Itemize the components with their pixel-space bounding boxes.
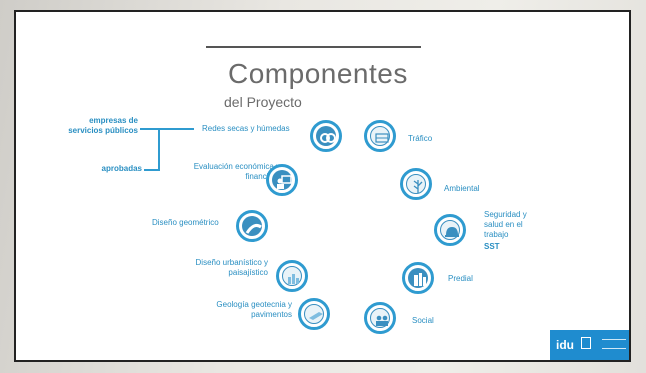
component-label-social: Social [412,316,434,325]
component-label-ambiental: Ambiental [444,184,480,193]
component-code-sst: SST [484,242,500,251]
helmet-icon [434,214,466,246]
tree-icon [400,168,432,200]
presentation-icon [266,164,298,196]
component-label-seguridad: Seguridad y salud en el trabajo [484,210,527,239]
component-label-evaluacion: Evaluación económica y financiera [193,162,280,181]
pavement-layers-icon [298,298,330,330]
coat-of-arms-icon [581,337,591,349]
connector-line-aprobadas [144,169,160,171]
component-label-redes: Redes secas y húmedas [202,124,290,133]
connector-line-empresas [140,128,194,130]
slide-title: Componentes [228,58,408,89]
buildings-icon [402,262,434,294]
idu-logo: idu [556,338,574,352]
connector-bracket [158,128,160,170]
note-empresas: empresas de servicios públicos [68,116,138,135]
people-icon [364,302,396,334]
traffic-bus-icon [364,120,396,152]
component-label-predial: Predial [448,274,473,283]
city-logo-icon [602,339,626,349]
slide-subtitle: del Proyecto [224,94,302,110]
pipes-icon [310,120,342,152]
component-label-diseno-geometrico: Diseño geométrico [152,218,219,227]
presentation-slide: Componentes del Proyecto empresas de ser… [14,10,631,362]
component-label-diseno-urbanistico: Diseño urbanístico y paisajístico [195,258,268,277]
city-skyline-icon [276,260,308,292]
component-label-trafico: Tráfico [408,134,433,143]
footer-logo-block: idu [550,330,629,360]
title-rule [206,46,421,48]
note-aprobadas: aprobadas [101,164,142,173]
component-label-geologia: Geología geotecnia y pavimentos [216,300,292,319]
road-curve-icon [236,210,268,242]
